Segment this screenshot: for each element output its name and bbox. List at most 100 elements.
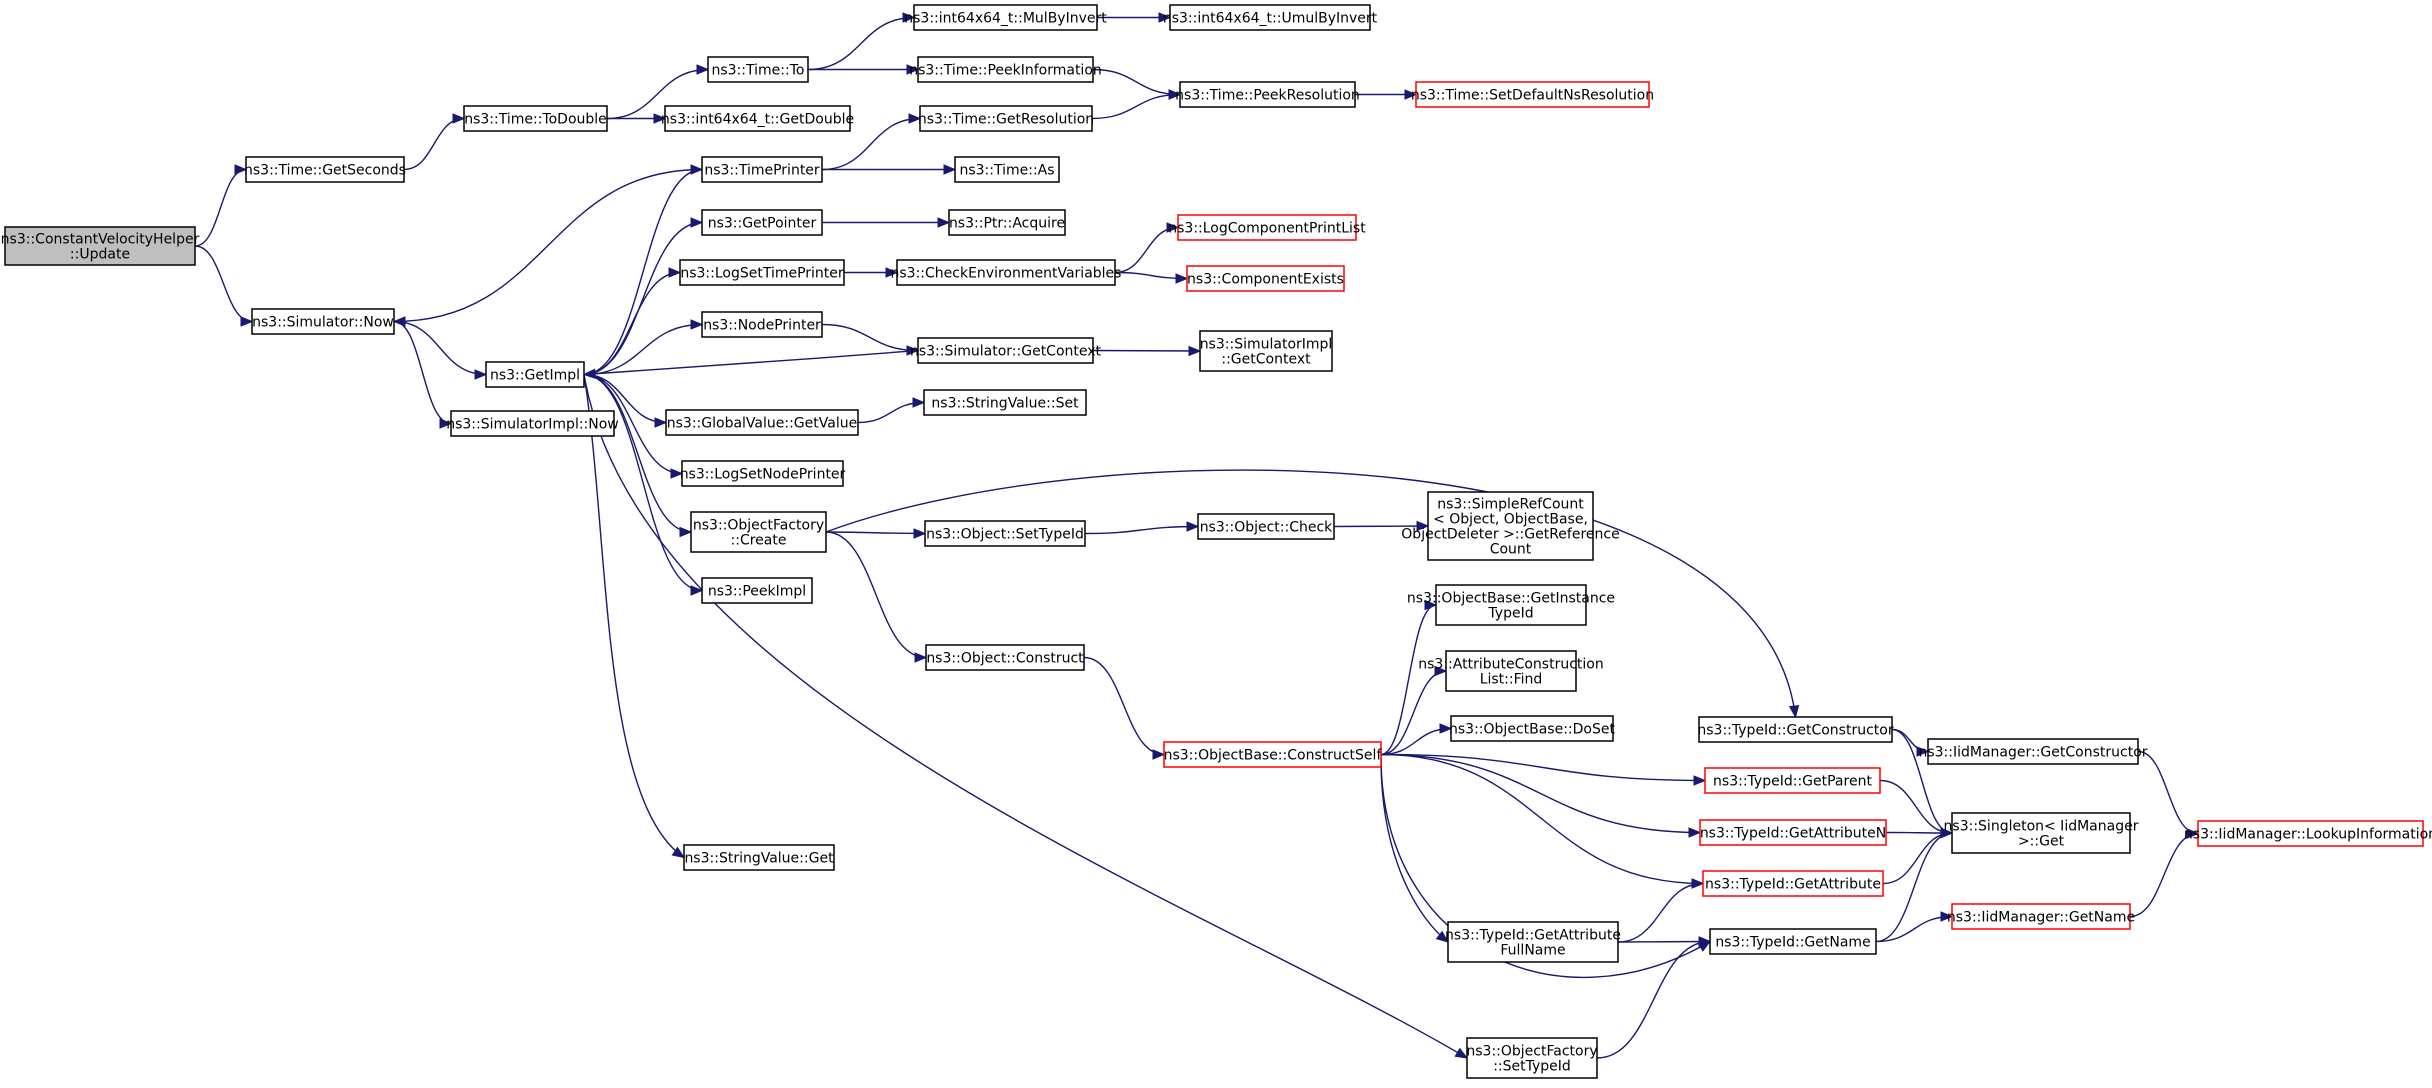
node-box [679, 259, 845, 286]
edge-arrowhead [1916, 746, 1930, 757]
edge-getimpl-to-logsetnodeprinter [583, 373, 684, 479]
node-timeprinter[interactable]: ns3::TimePrinter [701, 156, 823, 183]
node-simplerefcount[interactable]: ns3::SimpleRefCount< Object, ObjectBase,… [1401, 491, 1620, 561]
node-ptr_acquire[interactable]: ns3::Ptr::Acquire [948, 209, 1066, 236]
node-box [1450, 715, 1614, 742]
node-box [896, 259, 1116, 286]
node-box [1445, 650, 1577, 692]
node-peekimpl[interactable]: ns3::PeekImpl [701, 577, 813, 604]
node-label: ns3::LogComponentPrintList [1168, 221, 1366, 237]
node-iidmanager_getconstructor[interactable]: ns3::IidManager::GetConstructor [1918, 738, 2148, 765]
edge-line [1380, 753, 1704, 885]
node-time_peekinformation[interactable]: ns3::Time::PeekInformation [909, 56, 1102, 83]
node-typeid_getattributen[interactable]: ns3::TypeId::GetAttributeN [1699, 819, 1887, 846]
node-logsetnodeprinter[interactable]: ns3::LogSetNodePrinter [680, 460, 846, 487]
node-time_to[interactable]: ns3::Time::To [707, 56, 809, 83]
edge-simulator_now-to-simulatorimpl_now [393, 320, 453, 429]
node-simulatorimpl_now[interactable]: ns3::SimulatorImpl::Now [446, 410, 619, 437]
node-label: ns3::ConstantVelocityHelper [1, 232, 200, 248]
node-object_construct[interactable]: ns3::Object::Construct [925, 644, 1085, 671]
node-box [1466, 1037, 1598, 1079]
edge-logsettimeprinter-to-checkenvvars [843, 267, 899, 278]
edge-arrowhead [913, 528, 927, 539]
node-object_check[interactable]: ns3::Object::Check [1197, 513, 1335, 540]
node-i64_getdouble[interactable]: ns3::int64x64_t::GetDouble [661, 105, 854, 132]
node-box [701, 209, 823, 236]
node-time_getseconds[interactable]: ns3::Time::GetSeconds [244, 156, 406, 183]
node-time_peekresolution[interactable]: ns3::Time::PeekResolution [1175, 81, 1360, 108]
node-time_as[interactable]: ns3::Time::As [954, 156, 1060, 183]
node-label: ns3::GetImpl [490, 368, 580, 384]
edge-arrowhead [914, 652, 928, 663]
node-simulator_getcontext[interactable]: ns3::Simulator::GetContext [910, 337, 1102, 364]
node-i64_mulbyinvert[interactable]: ns3::int64x64_t::MulByInvert [904, 4, 1107, 31]
node-singleton_get[interactable]: ns3::Singleton< IidManager >::Get [1944, 812, 2139, 854]
edge-arrowhead [943, 164, 957, 175]
node-cvh_update[interactable]: ns3::ConstantVelocityHelper::Update [1, 226, 200, 266]
node-label: ::Create [731, 533, 787, 549]
node-label: FullName [1500, 943, 1565, 959]
node-logcomponentprintlist[interactable]: ns3::LogComponentPrintList [1168, 214, 1366, 241]
edge-line [583, 349, 919, 376]
edge-arrowhead [474, 369, 488, 380]
node-box [450, 410, 615, 437]
node-label: ns3::int64x64_t::GetDouble [661, 112, 854, 128]
node-typeid_getattribute[interactable]: ns3::TypeId::GetAttribute [1702, 870, 1884, 897]
node-objectfactory_settypeid[interactable]: ns3::ObjectFactory::SetTypeId [1466, 1037, 1598, 1079]
node-box [665, 409, 859, 436]
edge-typeid_getattributefullname-to-typeid_getattribute [1617, 878, 1705, 943]
node-label: ns3::ObjectBase::ConstructSelf [1164, 748, 1383, 764]
edge-arrowhead [439, 418, 453, 429]
edge-line [1333, 525, 1429, 528]
node-box [485, 361, 585, 388]
node-simulator_now[interactable]: ns3::Simulator::Now [251, 308, 395, 335]
edge-line [1380, 754, 1449, 943]
node-objectfactory_create[interactable]: ns3::ObjectFactory::Create [690, 511, 827, 553]
node-getpointer[interactable]: ns3::GetPointer [701, 209, 823, 236]
node-label: ns3::Object::Check [1200, 520, 1333, 536]
node-box [681, 460, 844, 487]
node-time_setdefaultnsresolution[interactable]: ns3::Time::SetDefaultNsResolution [1411, 81, 1654, 108]
edge-arrowhead [885, 267, 899, 278]
node-globalvalue_getvalue[interactable]: ns3::GlobalValue::GetValue [665, 409, 859, 436]
node-nodeprinter[interactable]: ns3::NodePrinter [701, 311, 823, 338]
node-simulatorimpl_getcontext[interactable]: ns3::SimulatorImpl::GetContext [1199, 330, 1333, 372]
node-logsettimeprinter[interactable]: ns3::LogSetTimePrinter [679, 259, 845, 286]
edge-simulator_now-to-getimpl [393, 320, 488, 380]
node-label: ns3::Object::SetTypeId [926, 527, 1084, 543]
node-i64_umulbyinvert[interactable]: ns3::int64x64_t::UmulByInvert [1163, 4, 1378, 31]
node-time_todouble[interactable]: ns3::Time::ToDouble [463, 105, 608, 132]
node-iidmanager_lookupinformation[interactable]: ns3::IidManager::LookupInformation [2184, 820, 2432, 847]
node-label: ns3::Time::PeekResolution [1175, 88, 1360, 104]
node-time_getresolution[interactable]: ns3::Time::GetResolution [918, 105, 1094, 132]
edge-line [1380, 604, 1437, 756]
node-label: ns3::Simulator::Now [252, 315, 394, 331]
node-label: ns3::Simulator::GetContext [910, 344, 1102, 360]
node-typeid_getname[interactable]: ns3::TypeId::GetName [1709, 928, 1877, 955]
node-stringvalue_set[interactable]: ns3::StringValue::Set [923, 389, 1087, 416]
edge-objectbase_constructself-to-typeid_getattributen [1380, 753, 1702, 838]
edge-time_peekinformation-to-time_peekresolution [1092, 68, 1182, 100]
node-componentexists[interactable]: ns3::ComponentExists [1186, 265, 1345, 292]
node-iidmanager_getname[interactable]: ns3::IidManager::GetName [1947, 903, 2135, 930]
edge-arrowhead [452, 113, 466, 124]
node-layer: ns3::ConstantVelocityHelper::Updatens3::… [1, 4, 2432, 1079]
node-object_settypeid[interactable]: ns3::Object::SetTypeId [924, 520, 1086, 547]
edge-objectfactory_create-to-object_settypeid [825, 528, 927, 539]
edge-line [583, 373, 703, 592]
node-checkenvvars[interactable]: ns3::CheckEnvironmentVariables [891, 259, 1122, 286]
node-objectbase_constructself[interactable]: ns3::ObjectBase::ConstructSelf [1163, 741, 1383, 768]
node-objectbase_doset[interactable]: ns3::ObjectBase::DoSet [1449, 715, 1615, 742]
node-label: ns3::int64x64_t::UmulByInvert [1163, 11, 1378, 27]
node-box [917, 56, 1094, 83]
node-typeid_getconstructor[interactable]: ns3::TypeId::GetConstructor [1697, 716, 1894, 743]
node-box [707, 56, 809, 83]
node-stringvalue_get[interactable]: ns3::StringValue::Get [683, 844, 835, 871]
edge-getimpl-to-timeprinter [583, 164, 704, 376]
node-typeid_getparent[interactable]: ns3::TypeId::GetParent [1704, 767, 1881, 794]
node-getimpl[interactable]: ns3::GetImpl [485, 361, 585, 388]
